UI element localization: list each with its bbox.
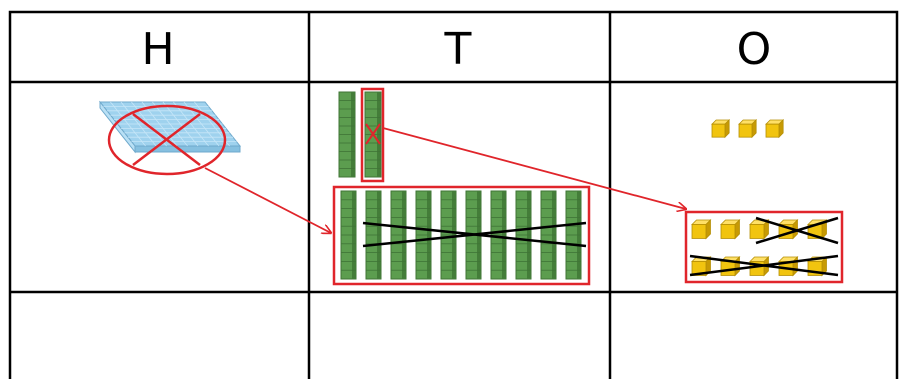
ten-rod <box>490 190 507 280</box>
one-cube <box>691 219 712 240</box>
tens-regroup-box <box>332 185 591 286</box>
one-cube <box>691 256 712 277</box>
ten-rod <box>515 190 532 280</box>
hundred-cross-line-2 <box>132 113 201 166</box>
ones-regroup-box <box>684 210 844 284</box>
one-cube <box>749 219 770 240</box>
one-cube <box>711 119 731 139</box>
tens-selected-rod-box <box>360 87 385 183</box>
one-cube <box>738 119 758 139</box>
ten-rod <box>415 190 432 280</box>
ten-rod <box>340 190 357 280</box>
ten-rod <box>338 91 356 178</box>
header-ones: O <box>737 24 772 75</box>
table-border <box>8 10 899 379</box>
arrow-hundreds-to-tens <box>204 167 331 233</box>
ten-rod <box>540 190 557 280</box>
ten-rod <box>390 190 407 280</box>
ones-row2-cross-line-2 <box>689 254 839 277</box>
ten-rod <box>365 190 382 280</box>
header-tens: T <box>444 24 472 75</box>
tens-rods-regrouped <box>340 190 582 280</box>
arrow-tens-to-ones <box>382 127 686 209</box>
one-cube <box>778 256 799 277</box>
hundred-circle <box>107 104 227 176</box>
table-grid <box>8 10 899 379</box>
header-hundreds: H <box>141 24 174 75</box>
one-cube <box>720 256 741 277</box>
one-cube <box>765 119 785 139</box>
ones-cubes-top <box>711 119 785 139</box>
tens-rods-top <box>338 91 382 178</box>
tens-rod-cross-line-2 <box>365 123 381 145</box>
ones-row1-cross-line-2 <box>755 216 839 245</box>
ten-rod <box>565 190 582 280</box>
tens-cross-line-2 <box>362 221 587 248</box>
one-cube <box>720 219 741 240</box>
ten-rod <box>440 190 457 280</box>
hundred-flat <box>98 100 242 154</box>
